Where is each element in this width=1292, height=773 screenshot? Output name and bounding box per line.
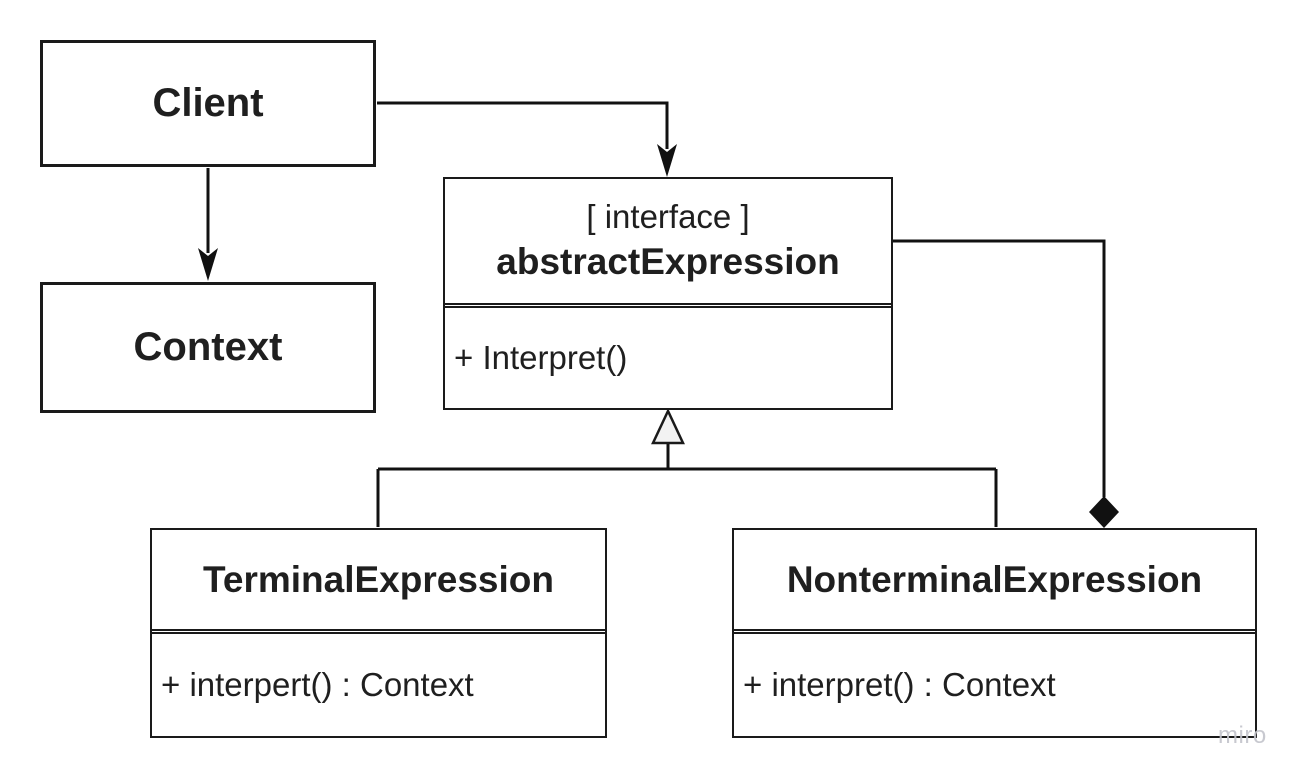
class-name-abstract-expression: abstractExpression [496,241,840,283]
association-client-to-abstract-expression[interactable] [377,101,677,177]
compartment-divider [152,629,605,634]
class-box-nonterminal-expression[interactable]: NonterminalExpression + interpret() : Co… [732,528,1257,738]
compartment-divider [445,303,891,308]
class-header: [ interface ] abstractExpression [445,179,891,303]
stereotype-label: [ interface ] [586,198,750,236]
filled-arrowhead-icon [198,248,218,281]
association-client-to-context[interactable] [198,168,218,281]
class-box-abstract-expression[interactable]: [ interface ] abstractExpression + Inter… [443,177,893,410]
miro-watermark: miro [1218,722,1267,749]
class-header: NonterminalExpression [734,530,1255,629]
hollow-triangle-icon [651,408,685,445]
method-label: + Interpret() [454,339,628,376]
filled-diamond-icon [1089,496,1119,528]
method-label: + interpert() : Context [161,666,474,703]
class-name-nonterminal-expression: NonterminalExpression [786,558,1203,600]
class-name-client: Client [152,81,264,125]
methods-compartment: + interpret() : Context [734,634,1255,736]
class-name-context: Context [133,325,283,369]
compartment-divider [734,629,1255,634]
methods-compartment: + Interpret() [445,308,891,408]
class-box-client[interactable]: Client [40,40,376,167]
class-name-terminal-expression: TerminalExpression [203,558,554,600]
class-box-terminal-expression[interactable]: TerminalExpression + interpert() : Conte… [150,528,607,738]
method-label: + interpret() : Context [743,666,1056,703]
class-header: TerminalExpression [152,530,605,629]
class-box-context[interactable]: Context [40,282,376,413]
composition-abstract-expression-to-nonterminal[interactable] [893,239,1119,528]
generalization-to-abstract-expression[interactable] [376,408,998,527]
methods-compartment: + interpert() : Context [152,634,605,736]
filled-arrowhead-icon [657,144,677,177]
